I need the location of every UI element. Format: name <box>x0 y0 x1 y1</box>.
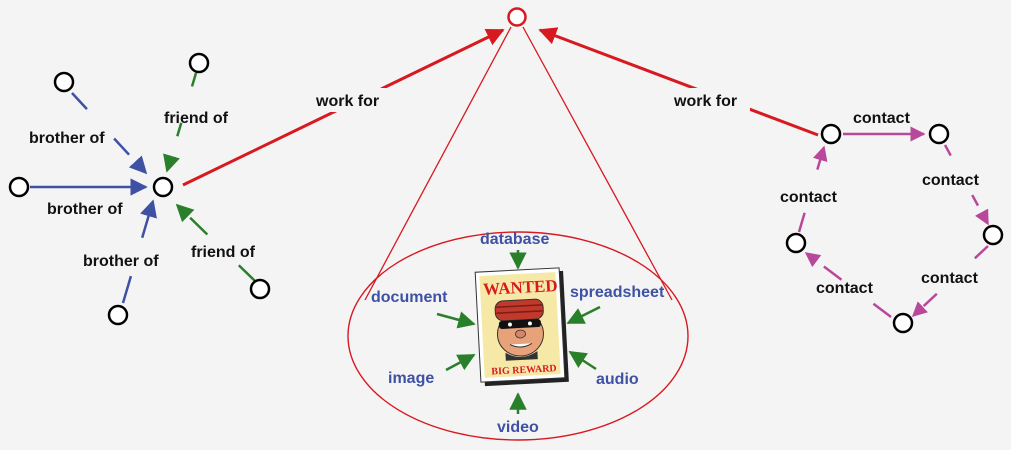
label-spreadsheet: spreadsheet <box>570 284 665 301</box>
node-left-friend-top <box>188 52 210 74</box>
edge-brother-bottom <box>121 199 157 304</box>
node-top-target <box>507 7 527 27</box>
wanted-poster-icon: WANTED BIG REWARD <box>474 267 569 387</box>
label-audio: audio <box>596 371 639 388</box>
arrow-image <box>445 353 476 372</box>
detail-ellipse <box>347 231 689 441</box>
label-brother-left: brother of <box>47 201 123 218</box>
edge-contact-bottom <box>804 252 892 318</box>
label-friend-top: friend of <box>164 110 229 127</box>
arrow-audio <box>568 350 597 371</box>
node-left-brother-bottom <box>107 304 129 326</box>
node-right-top-right <box>928 123 950 145</box>
label-work-for-left: work for <box>315 93 379 110</box>
edge-brother-top <box>71 92 148 175</box>
label-video: video <box>497 419 539 436</box>
label-work-for-right: work for <box>673 93 737 110</box>
label-image: image <box>388 370 434 387</box>
arrow-spreadsheet <box>566 305 601 325</box>
label-contact-bottom: contact <box>816 280 874 297</box>
cone-left-line <box>364 26 512 301</box>
node-right-far-right <box>982 224 1004 246</box>
node-right-left <box>785 232 807 254</box>
edge-work-for-right <box>538 27 819 137</box>
node-left-brother-left <box>8 176 30 198</box>
label-contact-left: contact <box>780 189 838 206</box>
node-right-bottom <box>892 312 914 334</box>
poster-reward: BIG REWARD <box>491 363 557 377</box>
node-left-brother-top <box>53 71 75 93</box>
edge-contact-left <box>797 145 828 233</box>
label-brother-bottom: brother of <box>83 253 159 270</box>
label-contact-right-lower: contact <box>921 270 979 287</box>
label-friend-bottom: friend of <box>191 244 256 261</box>
label-brother-top: brother of <box>29 130 105 147</box>
label-document: document <box>371 289 448 306</box>
edge-contact-right-lower <box>911 245 989 318</box>
edge-friend-bottom <box>175 203 257 283</box>
work-for-right-label-bg <box>668 88 750 112</box>
label-contact-right-upper: contact <box>922 172 980 189</box>
arrow-document <box>436 311 476 329</box>
node-left-friend-bottom <box>249 278 271 300</box>
label-database: database <box>480 231 549 248</box>
label-contact-top: contact <box>853 110 911 127</box>
node-left-hub <box>152 176 174 198</box>
poster-title: WANTED <box>483 276 559 299</box>
cone-right-line <box>522 26 673 301</box>
work-for-left-label-bg <box>310 88 396 112</box>
node-right-hub <box>820 123 842 145</box>
